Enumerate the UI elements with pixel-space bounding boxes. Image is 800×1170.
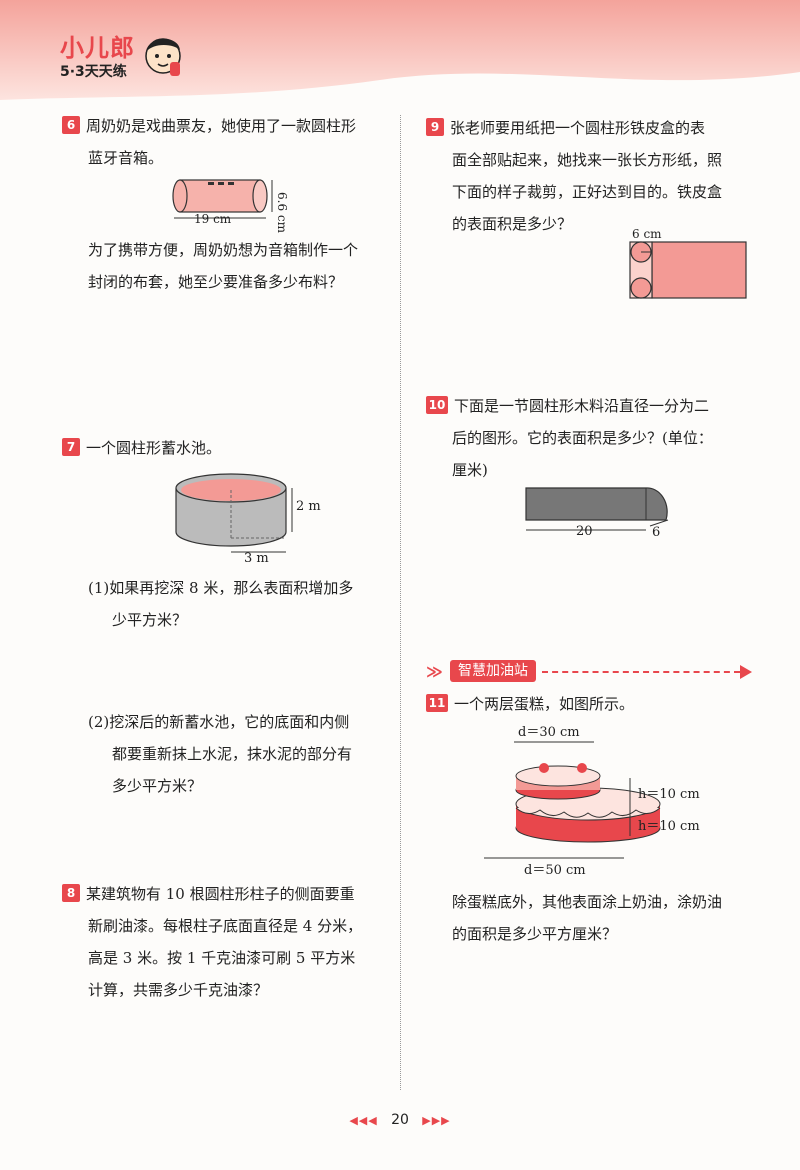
question-text: (2)挖深后的新蓄水池，它的底面和内侧 bbox=[88, 713, 350, 731]
question-number: 9 bbox=[426, 118, 444, 136]
arrow-right-icon: ▶▶▶ bbox=[422, 1114, 451, 1127]
section-title: 智慧加油站 bbox=[450, 660, 536, 682]
radius-label: 6 bbox=[652, 525, 660, 540]
question-number: 6 bbox=[62, 116, 80, 134]
logo-title: 小儿郎 bbox=[60, 34, 135, 62]
paper-net-figure: 6 cm bbox=[629, 227, 747, 299]
bottom-height-label: h＝10 cm bbox=[638, 819, 700, 834]
question-number: 8 bbox=[62, 884, 80, 902]
question-text: 高是 3 米。按 1 千克油漆可刷 5 平方米 bbox=[88, 949, 356, 967]
question-7-part-1: (1)如果再挖深 8 米，那么表面积增加多 少平方米？ bbox=[88, 572, 353, 636]
question-text: 一个圆柱形蓄水池。 bbox=[86, 439, 222, 457]
question-text: 张老师要用纸把一个圆柱形铁皮盒的表 bbox=[450, 119, 706, 137]
question-6-continued: 为了携带方便，周奶奶想为音箱制作一个 封闭的布套，她至少要准备多少布料？ bbox=[88, 234, 358, 298]
question-text: 封闭的布套，她至少要准备多少布料？ bbox=[88, 273, 344, 291]
question-text: 某建筑物有 10 根圆柱形柱子的侧面要重 bbox=[86, 885, 355, 903]
question-text: 的面积是多少平方厘米？ bbox=[452, 925, 618, 943]
section-banner: ≫ 智慧加油站 bbox=[422, 660, 752, 684]
half-cylinder-figure: 20 6 bbox=[525, 487, 669, 540]
question-text: 为了携带方便，周奶奶想为音箱制作一个 bbox=[88, 241, 359, 259]
height-label: 2 m bbox=[296, 499, 321, 514]
question-text: 周奶奶是戏曲票友，她使用了一款圆柱形 bbox=[86, 117, 357, 135]
question-text: 下面的样子裁剪，正好达到目的。铁皮盒 bbox=[452, 183, 723, 201]
question-text: 下面是一节圆柱形木料沿直径一分为二 bbox=[454, 397, 710, 415]
question-number: 11 bbox=[426, 694, 448, 712]
speaker-cylinder-figure: 19 cm 6.6 cm bbox=[172, 179, 289, 234]
question-text: 的表面积是多少？ bbox=[452, 215, 573, 233]
lightning-icon: ≫ bbox=[426, 662, 443, 681]
page-number: 20 bbox=[391, 1112, 409, 1128]
question-text: 面全部贴起来，她找来一张长方形纸，照 bbox=[452, 151, 723, 169]
question-text: 厘米) bbox=[452, 461, 488, 479]
question-10: 10 下面是一节圆柱形木料沿直径一分为二 后的图形。它的表面积是多少？(单位： 厘… bbox=[426, 390, 713, 486]
dimension-label: 6 cm bbox=[632, 227, 662, 241]
top-diameter-label: d＝30 cm bbox=[518, 725, 580, 740]
arrow-left-icon: ◀◀◀ bbox=[349, 1114, 378, 1127]
header-band bbox=[0, 0, 800, 100]
bottom-diameter-label: d＝50 cm bbox=[524, 863, 586, 878]
question-9: 9 张老师要用纸把一个圆柱形铁皮盒的表 面全部贴起来，她找来一张长方形纸，照 下面… bbox=[426, 112, 722, 240]
question-number: 10 bbox=[426, 396, 448, 414]
question-text: 都要重新抹上水泥，抹水泥的部分有 bbox=[112, 745, 353, 763]
question-8: 8 某建筑物有 10 根圆柱形柱子的侧面要重 新刷油漆。每根柱子底面直径是 4 分… bbox=[62, 878, 362, 1006]
question-6: 6 周奶奶是戏曲票友，她使用了一款圆柱形 蓝牙音箱。 bbox=[62, 110, 356, 174]
radius-label: 3 m bbox=[244, 551, 269, 566]
banner-dashed-line bbox=[542, 671, 740, 673]
logo-subtitle: 5·3天天练 bbox=[60, 64, 127, 80]
water-tank-figure: 2 m 3 m bbox=[175, 473, 321, 566]
question-text: 蓝牙音箱。 bbox=[88, 149, 164, 167]
mascot-icon bbox=[145, 38, 181, 76]
question-text: 一个两层蛋糕，如图所示。 bbox=[454, 695, 635, 713]
question-text: 少平方米？ bbox=[112, 611, 188, 629]
arrow-right-icon bbox=[740, 665, 752, 679]
question-text: 后的图形。它的表面积是多少？(单位： bbox=[452, 429, 713, 447]
question-7-part-2: (2)挖深后的新蓄水池，它的底面和内侧 都要重新抹上水泥，抹水泥的部分有 多少平… bbox=[88, 706, 352, 802]
cake-figure: d＝30 cm h＝10 cm h＝10 cm d＝50 cm bbox=[484, 725, 700, 878]
question-text: 除蛋糕底外，其他表面涂上奶油，涂奶油 bbox=[452, 893, 723, 911]
question-11: 11 一个两层蛋糕，如图所示。 bbox=[426, 688, 634, 720]
question-text: 新刷油漆。每根柱子底面直径是 4 分米， bbox=[88, 917, 363, 935]
height-label: 6.6 cm bbox=[275, 192, 289, 234]
question-number: 7 bbox=[62, 438, 80, 456]
question-11-continued: 除蛋糕底外，其他表面涂上奶油，涂奶油 的面积是多少平方厘米？ bbox=[452, 886, 722, 950]
question-text: 多少平方米？ bbox=[112, 777, 203, 795]
logo: 小儿郎 5·3天天练 bbox=[60, 28, 135, 81]
column-divider bbox=[400, 115, 401, 1090]
question-text: 计算，共需多少千克油漆？ bbox=[88, 981, 269, 999]
page-footer: ◀◀◀ 20 ▶▶▶ bbox=[0, 1112, 800, 1128]
length-label: 19 cm bbox=[194, 212, 232, 226]
question-text: (1)如果再挖深 8 米，那么表面积增加多 bbox=[88, 579, 354, 597]
top-height-label: h＝10 cm bbox=[638, 787, 700, 802]
question-7: 7 一个圆柱形蓄水池。 bbox=[62, 432, 221, 464]
length-label: 20 bbox=[576, 524, 593, 539]
